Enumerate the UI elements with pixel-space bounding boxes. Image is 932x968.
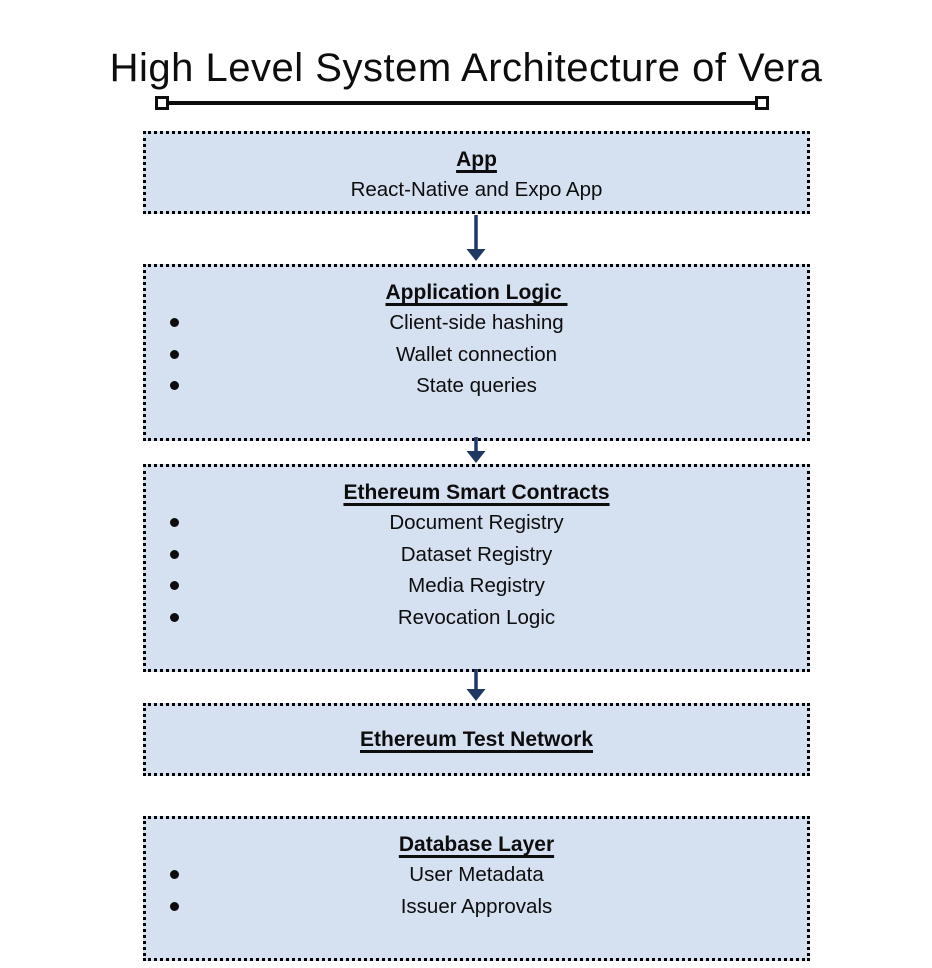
bullet-icon xyxy=(170,518,179,528)
diagram-title: High Level System Architecture of Vera xyxy=(109,46,823,90)
list-item-text: Dataset Registry xyxy=(400,542,553,566)
list-item: Client-side hashing xyxy=(146,307,807,339)
box-app-subtitle: React-Native and Expo App xyxy=(350,178,603,201)
list-item: Issuer Approvals xyxy=(146,891,807,923)
title-underline-rule xyxy=(155,96,769,110)
box-app: App React-Native and Expo App xyxy=(143,131,810,214)
list-item-text: Media Registry xyxy=(408,574,545,597)
list-item-text: Revocation Logic xyxy=(397,605,556,629)
line-endpoint-handle-left-icon xyxy=(155,96,169,110)
list-item-text: State queries xyxy=(416,374,537,397)
list-item-text: Issuer Approvals xyxy=(400,894,553,918)
box-application-logic-heading: Application Logic xyxy=(385,281,568,304)
list-item-text: Client-side hashing xyxy=(389,311,564,334)
bullet-icon xyxy=(170,901,179,911)
bullet-icon xyxy=(170,318,179,328)
box-ethereum-test-network: Ethereum Test Network xyxy=(143,703,810,776)
bullet-icon xyxy=(170,549,179,559)
down-arrow-icon xyxy=(466,437,486,463)
bullet-icon xyxy=(170,349,179,359)
bullet-icon xyxy=(170,581,179,591)
box-application-logic: Application Logic Client-side hashing Wa… xyxy=(143,264,810,441)
bullet-icon xyxy=(170,381,179,391)
list-item-text: Wallet connection xyxy=(395,342,558,366)
box-ethereum-smart-contracts: Ethereum Smart Contracts Document Regist… xyxy=(143,464,810,672)
list-item-text: User Metadata xyxy=(409,863,544,886)
list-item: Document Registry xyxy=(146,507,807,539)
box-ethereum-smart-contracts-heading: Ethereum Smart Contracts xyxy=(343,481,610,504)
list-item: Dataset Registry xyxy=(146,539,807,571)
down-arrow-icon xyxy=(466,215,486,261)
list-item: Revocation Logic xyxy=(146,602,807,634)
list-item-text: Document Registry xyxy=(389,511,564,534)
box-database-layer: Database Layer User Metadata Issuer Appr… xyxy=(143,816,810,961)
box-database-layer-heading: Database Layer xyxy=(398,833,555,856)
list-item: User Metadata xyxy=(146,859,807,891)
bullet-icon xyxy=(170,870,179,880)
list-item: Wallet connection xyxy=(146,339,807,371)
down-arrow-icon xyxy=(466,669,486,701)
list-item: Media Registry xyxy=(146,570,807,602)
box-ethereum-test-network-heading: Ethereum Test Network xyxy=(360,728,593,751)
line-endpoint-handle-right-icon xyxy=(755,96,769,110)
bullet-icon xyxy=(170,612,179,622)
box-app-heading: App xyxy=(456,148,497,171)
list-item: State queries xyxy=(146,370,807,402)
